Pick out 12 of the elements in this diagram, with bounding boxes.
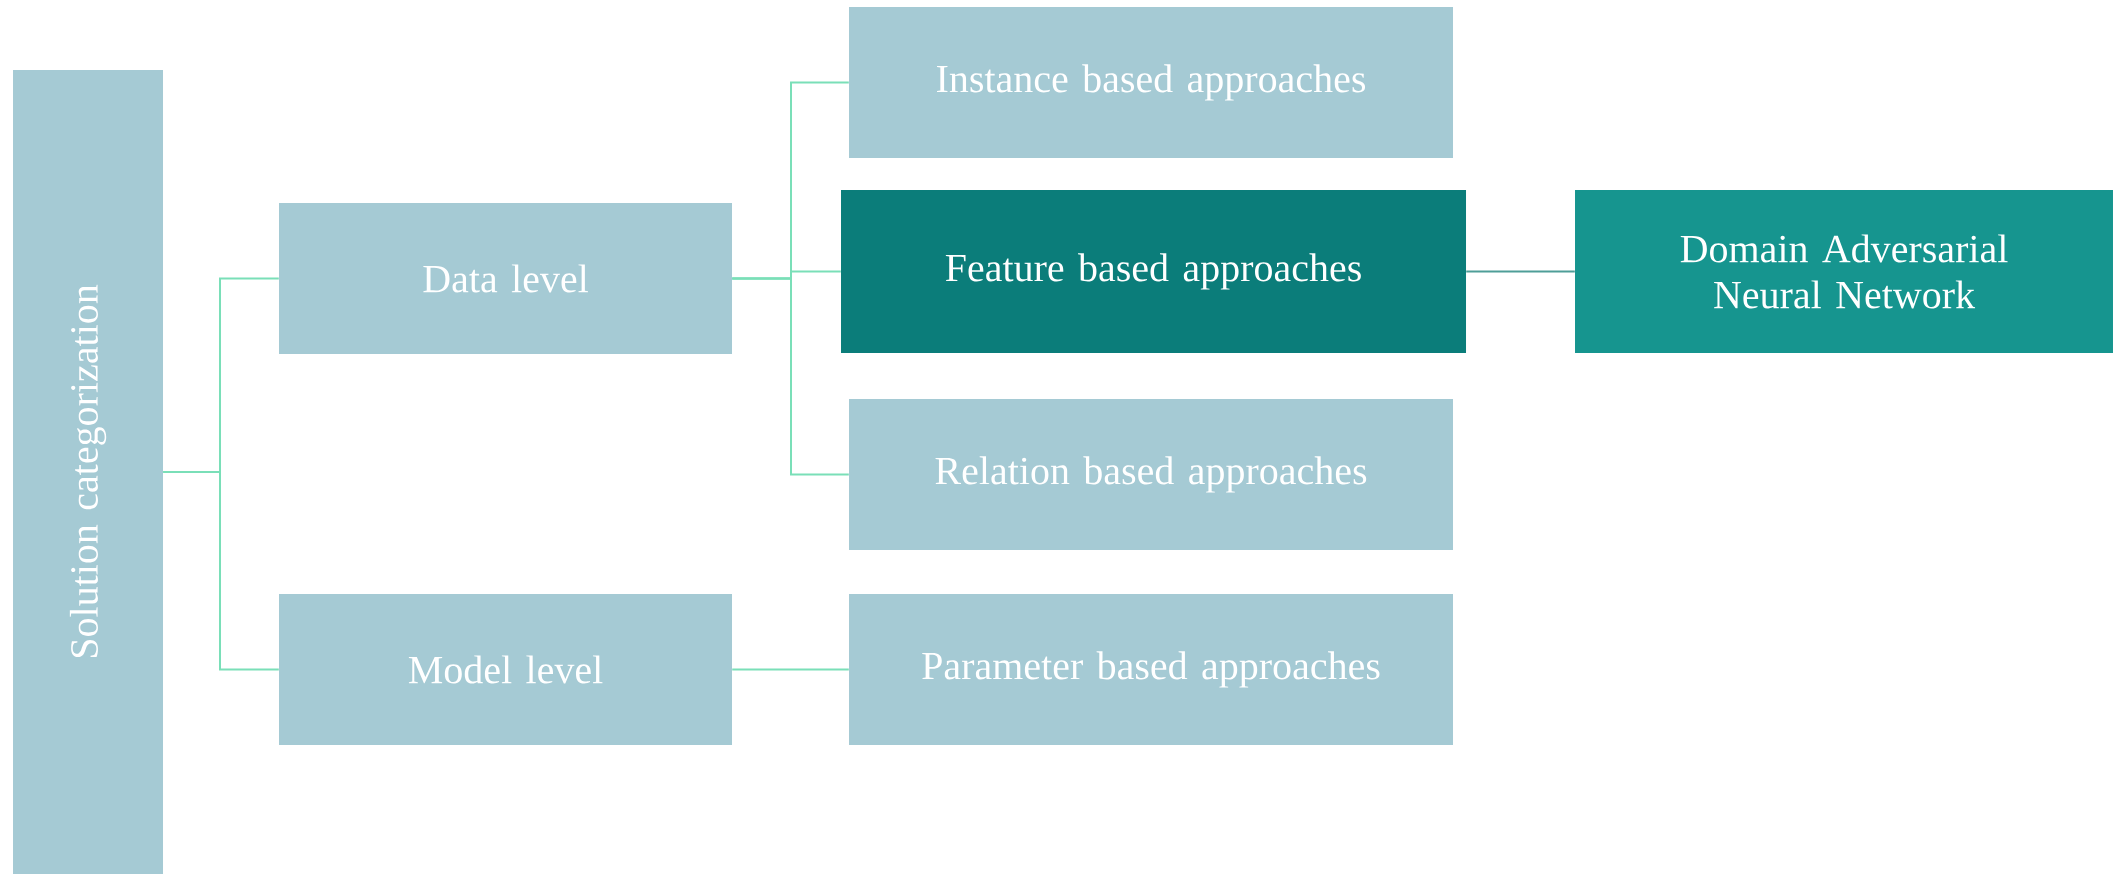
connector-line	[1465, 270, 1576, 273]
level-box: Model level	[279, 594, 732, 745]
connector-line	[731, 668, 850, 671]
approach-box: Parameter based approaches	[849, 594, 1453, 745]
approach-box: Feature based approaches	[841, 190, 1466, 353]
level-box: Data level	[279, 203, 732, 354]
method-box: Domain Adversarial Neural Network	[1575, 190, 2113, 353]
connector-line	[162, 471, 280, 671]
approach-box: Relation based approaches	[849, 399, 1453, 550]
category-bar: Solution categorization	[13, 70, 163, 874]
approach-box: Instance based approaches	[849, 7, 1453, 158]
connector-line	[731, 277, 850, 476]
